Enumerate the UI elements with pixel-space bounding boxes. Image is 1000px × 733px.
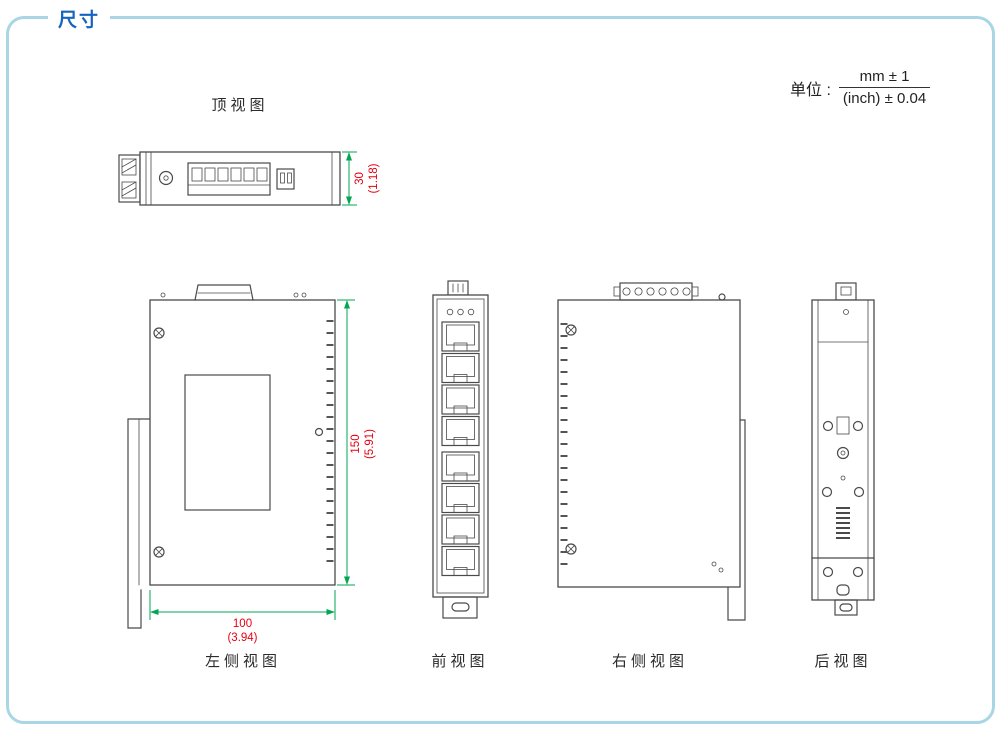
dim-depth: 150 (5.91) [337, 299, 376, 586]
terminal-block [187, 162, 271, 196]
device-body-rear [811, 299, 875, 601]
unit-fraction: mm ± 1 (inch) ± 0.04 [838, 68, 931, 107]
dim-depth-inch-text: (5.91) [364, 429, 376, 459]
left-view-label: 左侧视图 [204, 653, 281, 670]
mounting-bracket [127, 418, 151, 629]
right-view-label: 右侧视图 [611, 653, 688, 670]
page-border [6, 16, 995, 724]
mounting-slot [839, 603, 853, 612]
dim-height-inch-text: (1.18) [368, 163, 380, 193]
corner-screw [565, 543, 577, 555]
dim-width: 100 (3.94) [149, 590, 336, 644]
left-view-drawing: 150 (5.91) 100 (3.94) [127, 284, 376, 644]
right-view-drawing [557, 282, 746, 621]
dim-width-mm-text: 100 [233, 618, 252, 630]
din-rail-clip-top [118, 154, 141, 203]
unit-label: 单位 : [790, 81, 831, 99]
bottom-detail [718, 567, 724, 573]
front-view-drawing [432, 280, 489, 619]
mounting-slot [451, 602, 470, 612]
terminal-block-top [613, 282, 699, 301]
corner-screw [153, 546, 165, 558]
corner-screw [153, 327, 165, 339]
rear-view-label: 后视图 [814, 653, 872, 670]
mounting-bracket [727, 419, 746, 621]
top-screw [718, 293, 726, 301]
rear-view-drawing [811, 282, 875, 616]
product-label-area [184, 374, 271, 511]
bottom-detail [711, 561, 717, 567]
bottom-plate [811, 557, 875, 596]
device-body-right [557, 299, 741, 588]
ground-screw [158, 170, 174, 186]
corner-screw [565, 324, 577, 336]
dim-height-mm-text: 30 [354, 172, 366, 185]
top-connector [160, 284, 307, 301]
dim-depth-mm-text: 150 [350, 434, 362, 453]
dip-switch [276, 168, 295, 190]
din-rail-mechanism [821, 416, 865, 498]
side-screw [314, 427, 324, 437]
unit-denominator: (inch) ± 0.04 [838, 87, 931, 107]
top-view-label: 顶视图 [211, 97, 269, 114]
device-body-left [149, 299, 336, 586]
device-body-top [139, 151, 341, 206]
unit-numerator: mm ± 1 [859, 68, 910, 85]
led-indicators [446, 308, 475, 316]
top-view-drawing: 30 (1.18) [118, 151, 380, 206]
page-title: 尺寸 [48, 5, 111, 32]
mounting-tab [834, 599, 858, 616]
unit-note: 单位 : mm ± 1 (inch) ± 0.04 [790, 68, 931, 107]
front-view-label: 前视图 [431, 653, 489, 670]
dim-width-inch-text: (3.94) [227, 632, 257, 644]
din-clip-tab [447, 280, 469, 296]
mounting-tab [442, 596, 478, 619]
din-clip-tab [835, 282, 857, 301]
dim-height: 30 (1.18) [342, 151, 380, 206]
